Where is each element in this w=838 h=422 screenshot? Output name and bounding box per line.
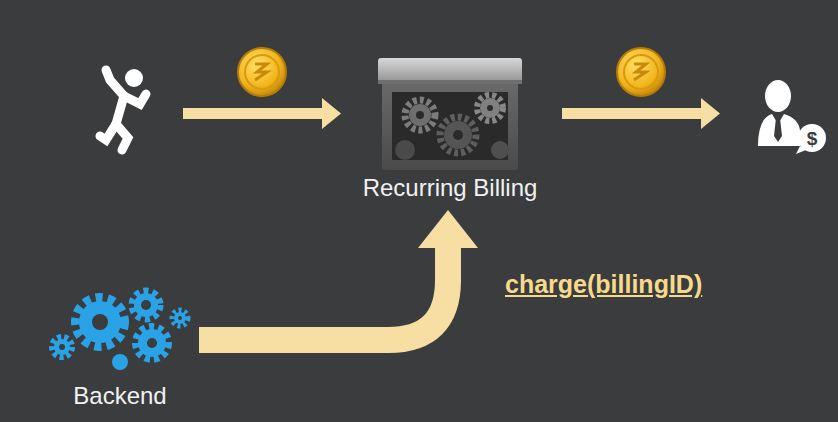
node-label: Backend — [41, 382, 199, 410]
charge-arrow — [199, 210, 478, 340]
gears-icon — [52, 291, 188, 370]
arrow-shaft — [199, 246, 448, 340]
billing-node: Recurring Billing — [336, 56, 564, 208]
svg-text:$: $ — [807, 128, 818, 149]
businessman-icon: $ — [758, 80, 826, 154]
arrow-head — [418, 210, 478, 248]
person-icon — [100, 69, 146, 150]
node-label: Recurring Billing — [336, 174, 564, 202]
billing-box-icon — [378, 58, 522, 170]
edge-label: charge(billingID) — [505, 270, 702, 299]
backend-node: Backend — [41, 285, 199, 416]
